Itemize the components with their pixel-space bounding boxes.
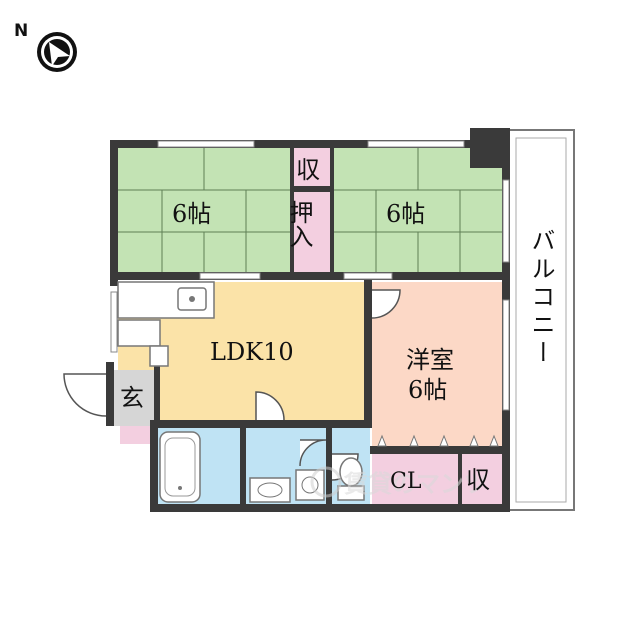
closet-floor: [372, 454, 458, 504]
washitsu-right-floor: [332, 148, 502, 272]
yoshitsu-floor: [372, 282, 502, 446]
room-label-washitsu-right: 6帖: [386, 200, 425, 228]
kitchen-counter: [117, 281, 215, 367]
window-openings: [110, 140, 510, 411]
room-label-washitsu-left: 6帖: [172, 200, 211, 228]
watermark: 賃貸のマンツ: [310, 466, 488, 498]
toilet: [337, 457, 365, 501]
balcony: バルコニー: [507, 129, 575, 511]
room-label-oshiire: 押入: [285, 200, 313, 248]
closet-hangers: [377, 434, 499, 447]
room-label-yoshitsu-1: 洋室: [406, 346, 454, 374]
north-label: N: [14, 21, 28, 41]
balcony-label: バルコニー: [527, 228, 555, 368]
genkan-floor: [114, 370, 154, 426]
tatami-lines-left: [118, 148, 290, 272]
room-label-shuno-bottom: 収: [466, 466, 490, 494]
entry-floor: [120, 426, 154, 444]
shuno-bottom-floor: [462, 454, 502, 504]
room-label-shuno-top: 収: [296, 156, 320, 184]
room-label-ldk: LDK10: [210, 338, 294, 366]
room-label-yoshitsu-2: 6帖: [408, 376, 447, 404]
north-arrow-icon: [37, 32, 77, 72]
bathtub: [159, 431, 201, 503]
shuno-top-floor: [292, 148, 330, 186]
room-label-genkan: 玄: [120, 384, 144, 412]
tatami-lines-right: [332, 148, 502, 272]
watermark-text: 賃貸のマンツ: [343, 470, 488, 498]
oshiire-floor: [292, 192, 330, 272]
room-label-closet: CL: [390, 469, 422, 494]
